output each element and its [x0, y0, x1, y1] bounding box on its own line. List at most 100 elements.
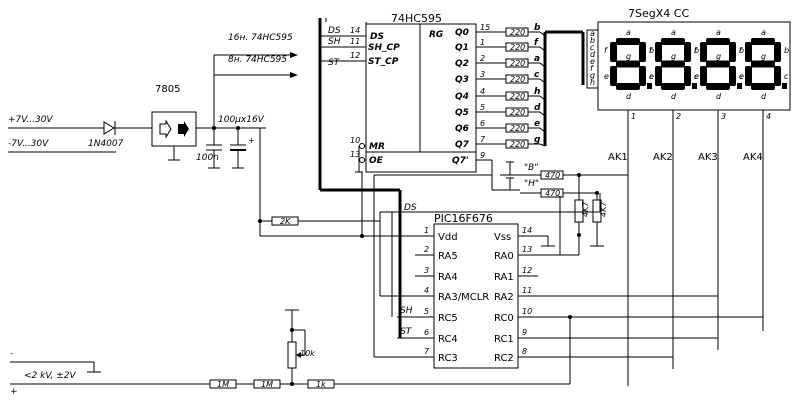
res-1m-b: 1M: [261, 380, 273, 389]
digit-3-label-d: d: [716, 92, 722, 101]
digit-2-label-g: g: [671, 52, 676, 61]
sr-pin-12: 12: [350, 51, 360, 60]
sr-r4: 220: [510, 92, 525, 101]
sr-pin-oe: OE: [369, 156, 384, 166]
sr-seg-h: h: [534, 87, 540, 97]
digit-2-segment-d: [661, 83, 685, 90]
mcu-pin-3-num: 3: [424, 266, 429, 275]
digit-2-segment-e: [655, 66, 662, 86]
display-common-1: 1: [631, 112, 636, 121]
digit-2-label-e: e: [649, 72, 654, 81]
mcu-pin-ra5: RA5: [438, 251, 458, 262]
mcu-pin-vdd: Vdd: [438, 232, 458, 243]
digit-2-label-d: d: [671, 92, 677, 101]
sr-pin-10: 10: [350, 136, 360, 145]
mcu-pin-ra2: RA2: [494, 292, 514, 303]
mcu-pin-ra0: RA0: [494, 251, 514, 262]
digit-4-segment-a: [751, 38, 775, 45]
digit-3-segment-e: [700, 66, 707, 86]
res-pot: 10k: [300, 349, 315, 358]
digit-4-segment-e: [745, 66, 752, 86]
digit-4-label-b: b: [784, 46, 789, 55]
digit-3-segment-a: [706, 38, 730, 45]
display-common-3: 3: [721, 112, 726, 121]
sr-pin-mr: MR: [369, 142, 385, 152]
input-range: <2 kV, ±2V: [24, 371, 76, 381]
digit-3-label-e: e: [694, 72, 699, 81]
digit-2-segment-f: [655, 42, 662, 62]
sr-seg-c: c: [534, 70, 540, 80]
digit-1-segment-c: [639, 66, 646, 86]
digit-4-label-d: d: [761, 92, 767, 101]
sr-seg-a: a: [534, 54, 540, 64]
mcu-pic16f676: PIC16F676 1 Vdd 2 RA5 3 RA4 4 RA3/MCLR 5…: [374, 196, 763, 369]
digit-3-segment-f: [700, 42, 707, 62]
digit-2-decimal-point: [692, 83, 697, 89]
mcu-net-sh: SH: [400, 306, 413, 316]
sr-body: [365, 23, 477, 173]
power-out-16: 16н. 74HC595: [228, 33, 293, 43]
display-pin-d: d: [590, 50, 596, 59]
digit-1-label-f: f: [604, 46, 608, 55]
display-common-2: 2: [676, 112, 681, 121]
digit-4-segment-c: [774, 66, 781, 86]
digit-4-segment-d: [751, 83, 775, 90]
digit-4-segment-b: [774, 42, 781, 62]
sr-pin-ds: DS: [370, 32, 384, 42]
buttons-circuit: "B" "H" 470 470 4K7 4K7: [491, 160, 628, 247]
digit-1-segment-f: [610, 42, 617, 62]
power-cap-elec: 100µx16V: [218, 115, 265, 125]
mcu-pin-12-num: 12: [522, 266, 532, 275]
sr-q3-num: 3: [480, 70, 485, 79]
sr-pin-11: 11: [350, 37, 360, 46]
digit-3-segment-b: [729, 42, 736, 62]
sr-q7s: Q7': [452, 156, 469, 166]
sr-seg-f: f: [534, 38, 539, 48]
power-in-neg: -7V...30V: [8, 139, 49, 149]
display-pin-g: g: [590, 71, 595, 80]
digit-3-label-f: f: [694, 46, 698, 55]
digit-3-segment-c: [729, 66, 736, 86]
mcu-pin-9-num: 9: [522, 328, 527, 337]
sr-q4-num: 4: [480, 87, 485, 96]
power-diode: 1N4007: [88, 139, 124, 149]
mcu-net-st: ST: [400, 327, 413, 337]
sr-r2: 220: [510, 59, 525, 68]
digit-4-label-a: a: [761, 28, 766, 37]
display-segment-pins: a b c d e f g h: [586, 29, 599, 89]
power-cap-ceramic: 100n: [196, 153, 219, 163]
res-1k: 1k: [316, 380, 326, 389]
digit-2-label-c: c: [694, 72, 699, 81]
digit-4-label-c: c: [784, 72, 789, 81]
shift-register-74hc595: 74HC595 RG 14 DS 11 SH_CP 12 ST_CP DS SH…: [325, 12, 585, 173]
sr-seg-b: b: [534, 23, 541, 33]
mcu-title: PIC16F676: [434, 212, 493, 225]
sr-seg-g: g: [534, 135, 541, 145]
digit-3-segment-g: [706, 60, 730, 68]
digit-3-segment-d: [706, 83, 730, 90]
sr-q0-num: 15: [480, 23, 490, 32]
power-regulator: 7805: [155, 84, 180, 95]
mcu-pin-14-num: 14: [522, 226, 532, 235]
sr-q7s-num: 9: [480, 151, 485, 160]
ak4-label: AK4: [743, 152, 763, 163]
sr-seg-e: e: [534, 119, 540, 129]
mcu-pin-rc0: RC0: [494, 313, 514, 324]
mcu-pin-11-num: 11: [522, 286, 532, 295]
sr-rg-label: RG: [429, 30, 443, 40]
sr-pin-shcp: SH_CP: [368, 43, 400, 53]
mcu-pin-2-num: 2: [424, 245, 429, 254]
mcu-body: [433, 223, 519, 369]
mcu-pin-1-num: 1: [424, 226, 429, 235]
ak2-label: AK2: [653, 152, 673, 163]
mcu-pin-5-num: 5: [424, 307, 429, 316]
mcu-pin-7-num: 7: [424, 347, 430, 356]
display-pin-a: a: [590, 29, 595, 38]
digit-2-segment-g: [661, 60, 685, 68]
digit-1-label-g: g: [626, 52, 631, 61]
digit-4-decimal-point: [782, 83, 787, 89]
sr-q7: Q7: [455, 140, 470, 150]
sr-pin-stcp: ST_CP: [368, 57, 399, 67]
